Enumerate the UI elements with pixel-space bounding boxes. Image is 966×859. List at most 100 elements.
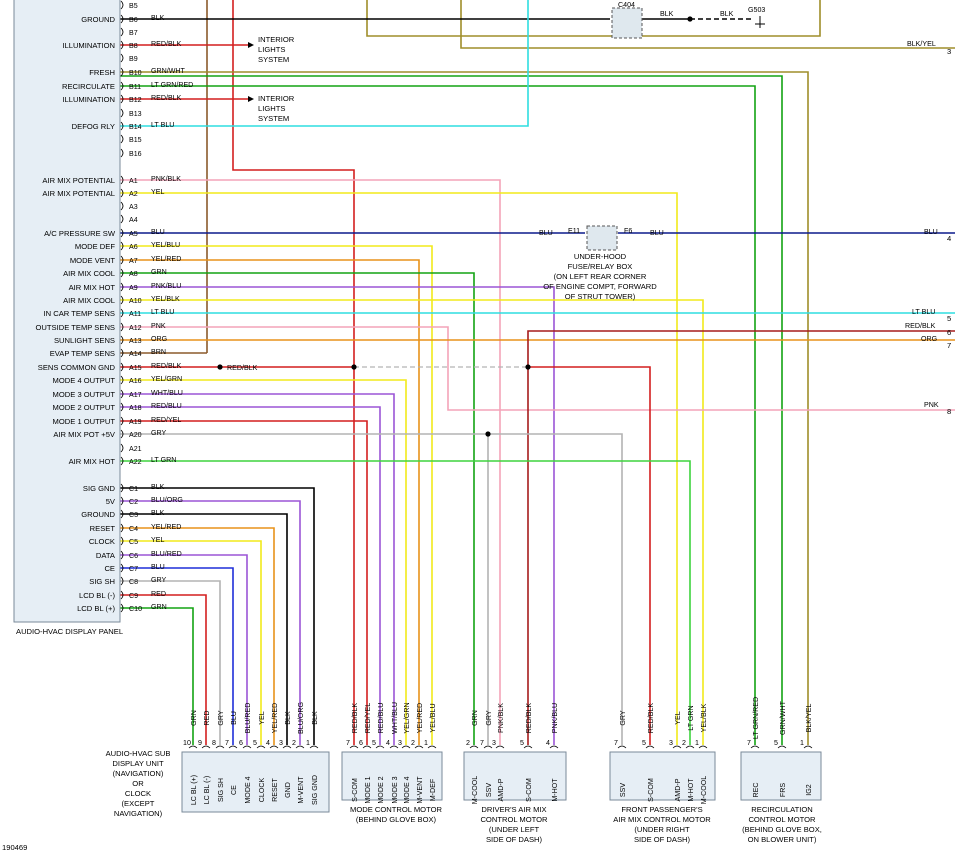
panel-pin: A4 xyxy=(129,216,138,224)
wire-c8-gry xyxy=(120,580,221,745)
pin-bracket xyxy=(120,134,124,144)
panel-label: EVAP TEMP SENS xyxy=(50,349,115,358)
pin-label: SSV xyxy=(485,783,493,797)
pin-number: 3 xyxy=(669,739,673,747)
wire-a19-red-yel xyxy=(120,420,368,745)
panel-label: RESET xyxy=(90,524,116,533)
offpage-number: 3 xyxy=(947,47,951,56)
wire-c1-blk xyxy=(120,487,315,745)
recirculation-motor-caption: RECIRCULATION xyxy=(751,805,812,814)
lights-label: INTERIOR xyxy=(258,94,295,103)
panel-pin: C8 xyxy=(129,578,138,586)
panel-wire-label: RED/BLK xyxy=(151,40,182,48)
pin-wire-label: PNK/BLK xyxy=(497,703,505,733)
splice-dot xyxy=(485,431,491,437)
pin-bracket xyxy=(120,429,124,439)
panel-wire-label: PNK xyxy=(151,322,166,330)
pin-number: 6 xyxy=(359,739,363,747)
pin-wire-label: WHT/BLU xyxy=(391,702,399,734)
lights-label: SYSTEM xyxy=(258,55,289,64)
pin-wire-label: PNK/BLU xyxy=(551,703,559,733)
pin-wire-label: BLU xyxy=(230,711,238,725)
pin-bracket xyxy=(750,745,760,749)
figure-code: 190469 xyxy=(2,843,27,852)
wire-c10-grn xyxy=(120,607,194,745)
pin-label: MODE 4 xyxy=(244,776,252,803)
pin-label: MODE 2 xyxy=(377,776,385,803)
offpage-number: 5 xyxy=(947,314,951,323)
pin-bracket xyxy=(414,745,424,749)
pin-label: AMD-P xyxy=(497,778,505,801)
pin-bracket xyxy=(120,0,124,10)
panel-label: MODE DEF xyxy=(75,242,115,251)
panel-label: DEFOG RLY xyxy=(72,122,115,131)
pin-number: 7 xyxy=(346,739,350,747)
panel-wire-label: BLK xyxy=(151,14,165,22)
wire-a17-wht-blu xyxy=(120,393,395,745)
pin-number: 2 xyxy=(466,739,470,747)
splice-wire-label: RED/BLK xyxy=(227,364,258,372)
mode-control-motor-caption: MODE CONTROL MOTOR xyxy=(350,805,442,814)
display-panel-box xyxy=(13,0,121,623)
pin-number: 4 xyxy=(266,739,270,747)
wire-red-blk-offpage xyxy=(527,330,955,345)
panel-label: 5V xyxy=(106,497,116,506)
panel-pin: A9 xyxy=(129,284,138,292)
pin-bracket xyxy=(120,81,124,91)
panel-label: LCD BL (+) xyxy=(77,604,115,613)
panel-wire-label: LT GRN/RED xyxy=(151,81,193,89)
pin-bracket xyxy=(120,255,124,265)
panel-label: CLOCK xyxy=(89,537,115,546)
wire-a7-yel-red xyxy=(120,259,420,745)
passenger-air-mix-motor-caption: FRONT PASSENGER'S xyxy=(621,805,702,814)
pin-bracket xyxy=(120,456,124,466)
panel-pin: B5 xyxy=(129,2,138,10)
panel-pin: A8 xyxy=(129,270,138,278)
pin-number: 3 xyxy=(492,739,496,747)
panel-wire-label: ORG xyxy=(151,335,167,343)
panel-pin: B10 xyxy=(129,69,142,77)
pin-number: 7 xyxy=(614,739,618,747)
panel-pin: B11 xyxy=(129,83,141,91)
sub-display-unit-caption: (NAVIGATION) xyxy=(113,769,164,778)
pin-wire-label: RED/BLK xyxy=(647,703,655,734)
panel-label: MODE 2 OUTPUT xyxy=(53,403,116,412)
pin-wire-label: BLK xyxy=(311,711,319,725)
pin-bracket xyxy=(401,745,411,749)
fuse-box-caption: (ON LEFT REAR CORNER xyxy=(554,272,647,281)
wire-blk-yel-offpage xyxy=(460,0,955,49)
pin-label: SIG GND xyxy=(311,775,319,805)
panel-wire-label: BLK xyxy=(151,509,165,517)
recirculation-motor-caption: (BEHIND GLOVE BOX, xyxy=(742,825,822,834)
pin-label: IG2 xyxy=(805,784,813,795)
pin-label: S-COM xyxy=(647,778,655,802)
wire-a2-yel xyxy=(120,192,678,745)
wire-a16-yel-grn xyxy=(120,379,407,745)
wire-c3-blk xyxy=(120,513,288,745)
pin-bracket xyxy=(269,745,279,749)
wire-a9-pnk-blu xyxy=(120,286,555,745)
wire-b11-lt-grn-red xyxy=(120,85,756,745)
pin-bracket xyxy=(120,108,124,118)
sub-display-unit-caption: CLOCK xyxy=(125,789,151,798)
offpage-wire-label: PNK xyxy=(924,401,939,409)
pin-bracket xyxy=(120,175,124,185)
panel-pin: B13 xyxy=(129,110,142,118)
offpage-number: 4 xyxy=(947,234,951,243)
pin-bracket xyxy=(282,745,292,749)
pin-number: 5 xyxy=(642,739,646,747)
panel-wire-label: RED/BLK xyxy=(151,94,182,102)
panel-label: AIR MIX POT +5V xyxy=(53,430,116,439)
panel-pin: A19 xyxy=(129,418,142,426)
pin-number: 1 xyxy=(695,739,699,747)
lights-label: LIGHTS xyxy=(258,45,285,54)
pin-wire-label: YEL/BLU xyxy=(429,703,437,732)
pin-number: 4 xyxy=(546,739,550,747)
passenger-air-mix-motor-caption: AIR MIX CONTROL MOTOR xyxy=(613,815,711,824)
passenger-air-mix-motor-caption: SIDE OF DASH) xyxy=(634,835,691,844)
panel-label: RECIRCULATE xyxy=(62,82,115,91)
panel-pin: A15 xyxy=(129,364,142,372)
pin-bracket xyxy=(120,322,124,332)
pin-label: GND xyxy=(284,782,292,798)
